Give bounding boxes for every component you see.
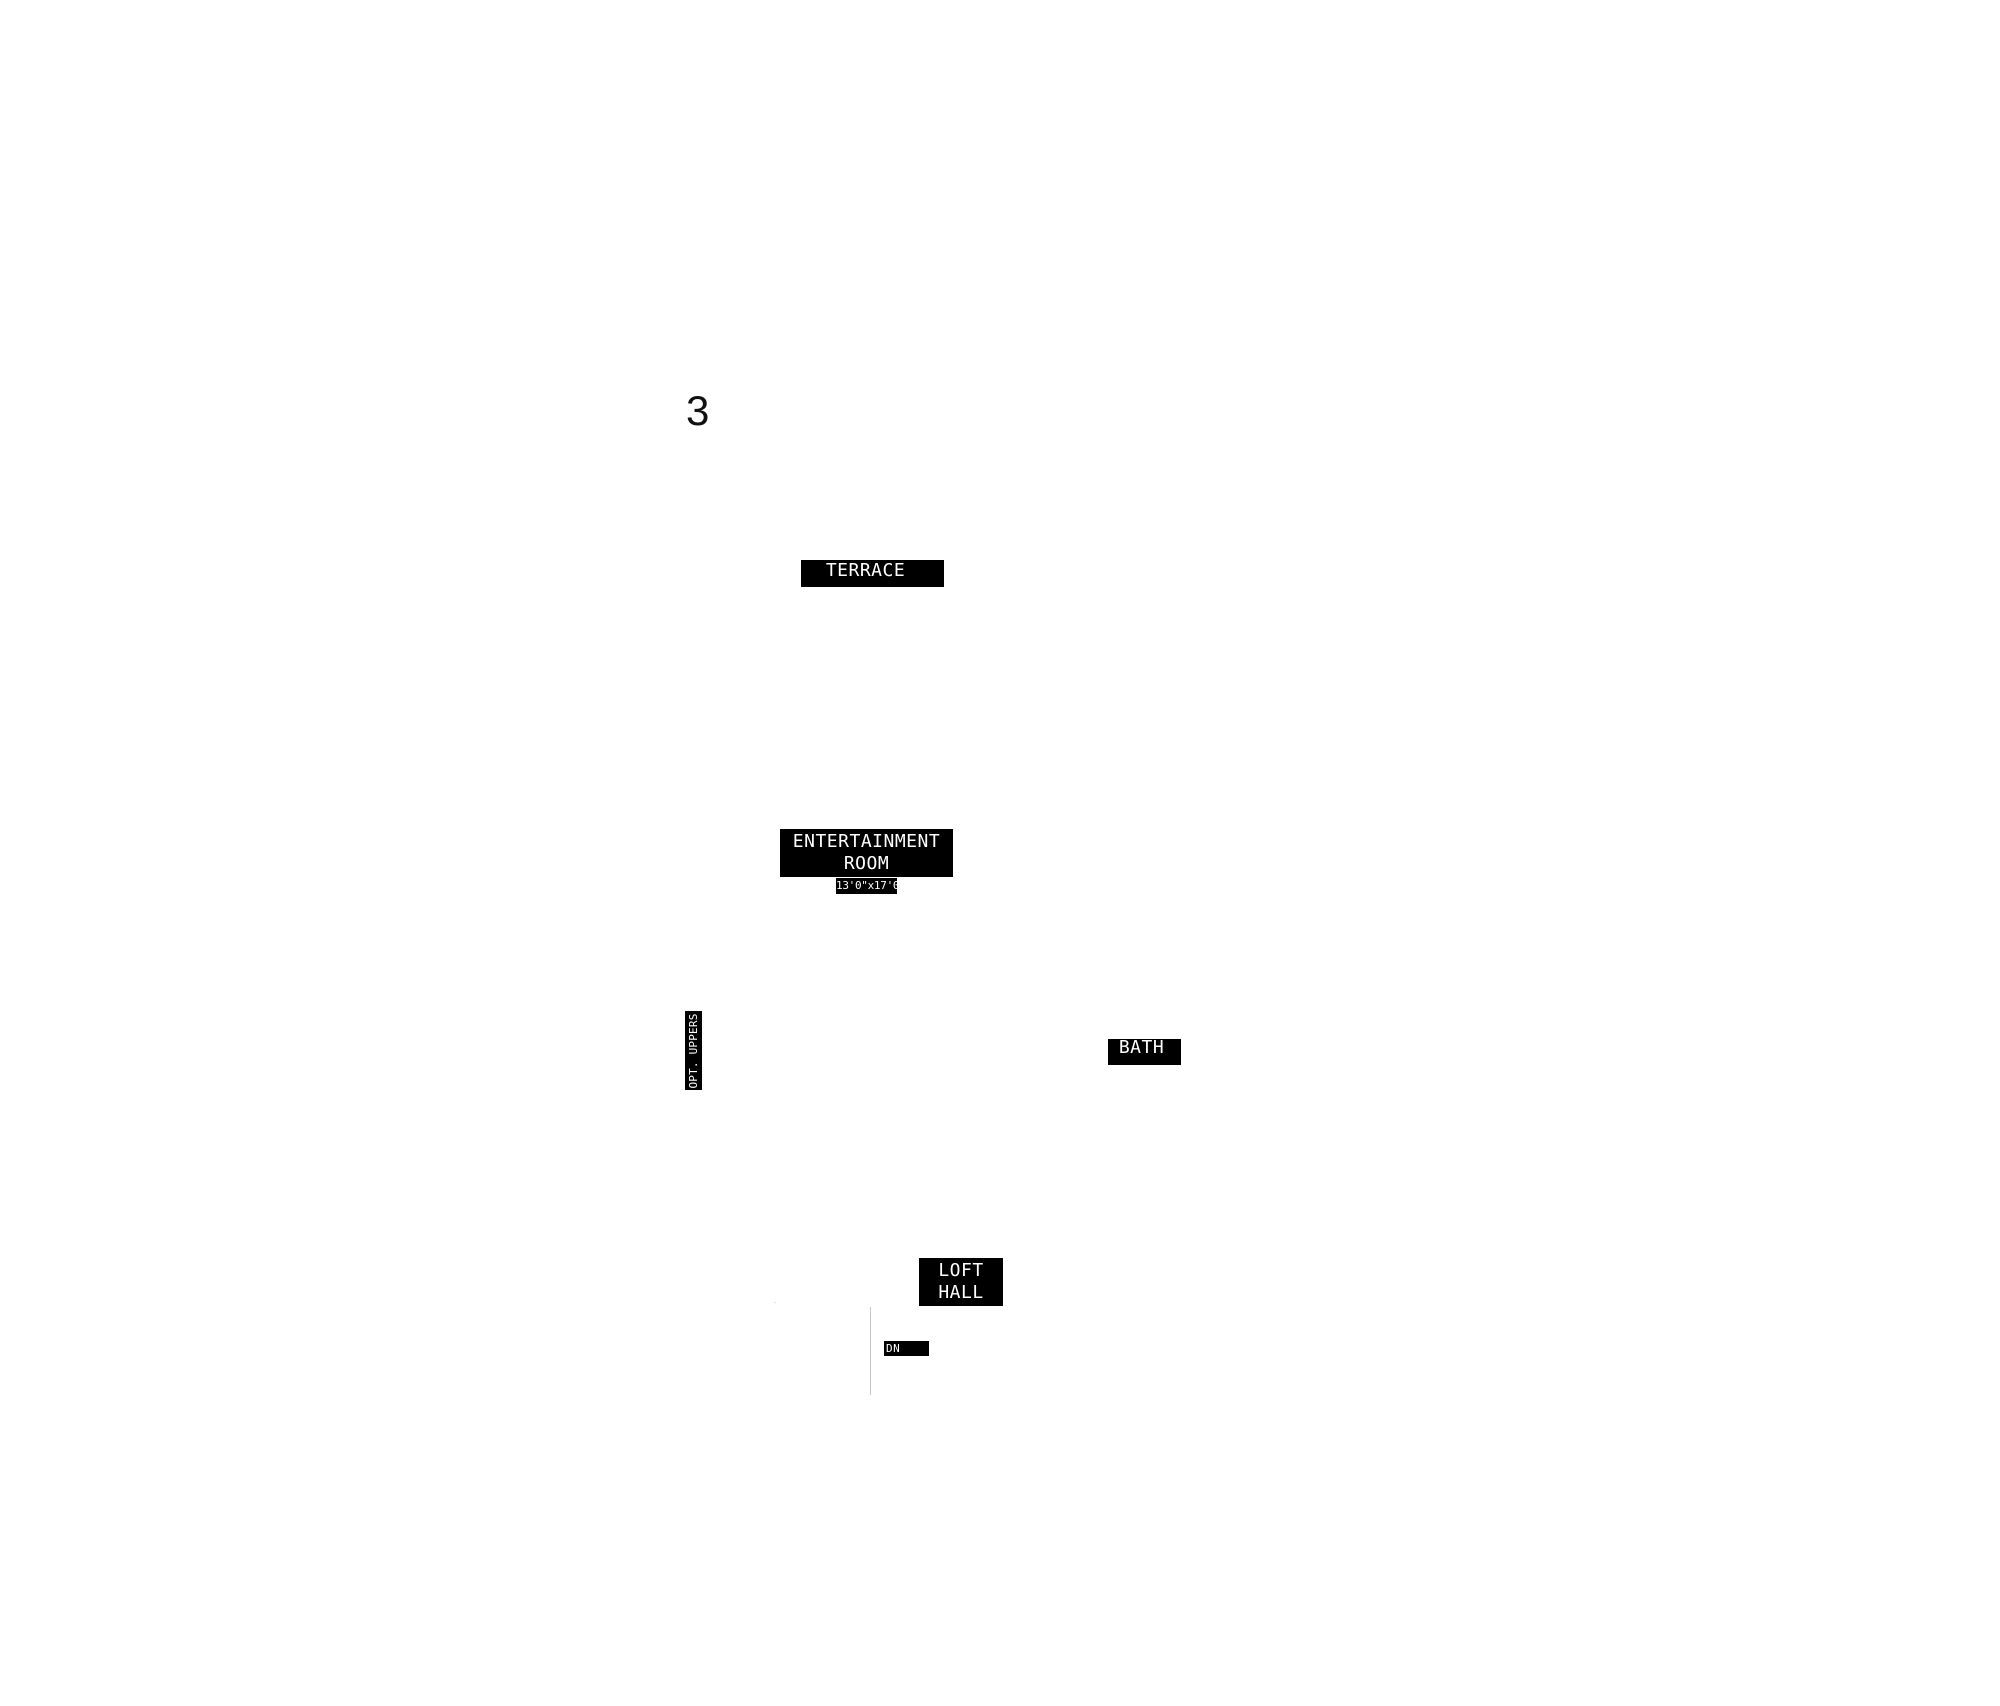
room-label-loft-line2: HALL	[938, 1282, 984, 1303]
room-label-loft-line1: LOFT	[938, 1260, 984, 1281]
stair-down-label: DN	[884, 1341, 929, 1356]
room-label-entertainment-line1: ENTERTAINMENT	[792, 831, 941, 852]
room-label-entertainment-line2: ROOM	[843, 853, 890, 874]
sheet-number: 3	[686, 387, 710, 434]
room-label-loft-hall: LOFT HALL	[919, 1258, 1003, 1306]
room-dimensions-entertainment: 13'0"x17'0"	[836, 878, 906, 894]
plan-mark	[774, 1302, 776, 1303]
room-label-entertainment-room: ENTERTAINMENT ROOM	[780, 829, 953, 877]
room-label-terrace: TERRACE	[801, 560, 944, 587]
stair-wall-line	[870, 1307, 871, 1395]
annotation-opt-uppers-text: OPT. UPPERS	[686, 1012, 700, 1089]
room-label-bath: BATH	[1108, 1039, 1181, 1065]
annotation-opt-uppers: OPT. UPPERS	[685, 1011, 702, 1090]
